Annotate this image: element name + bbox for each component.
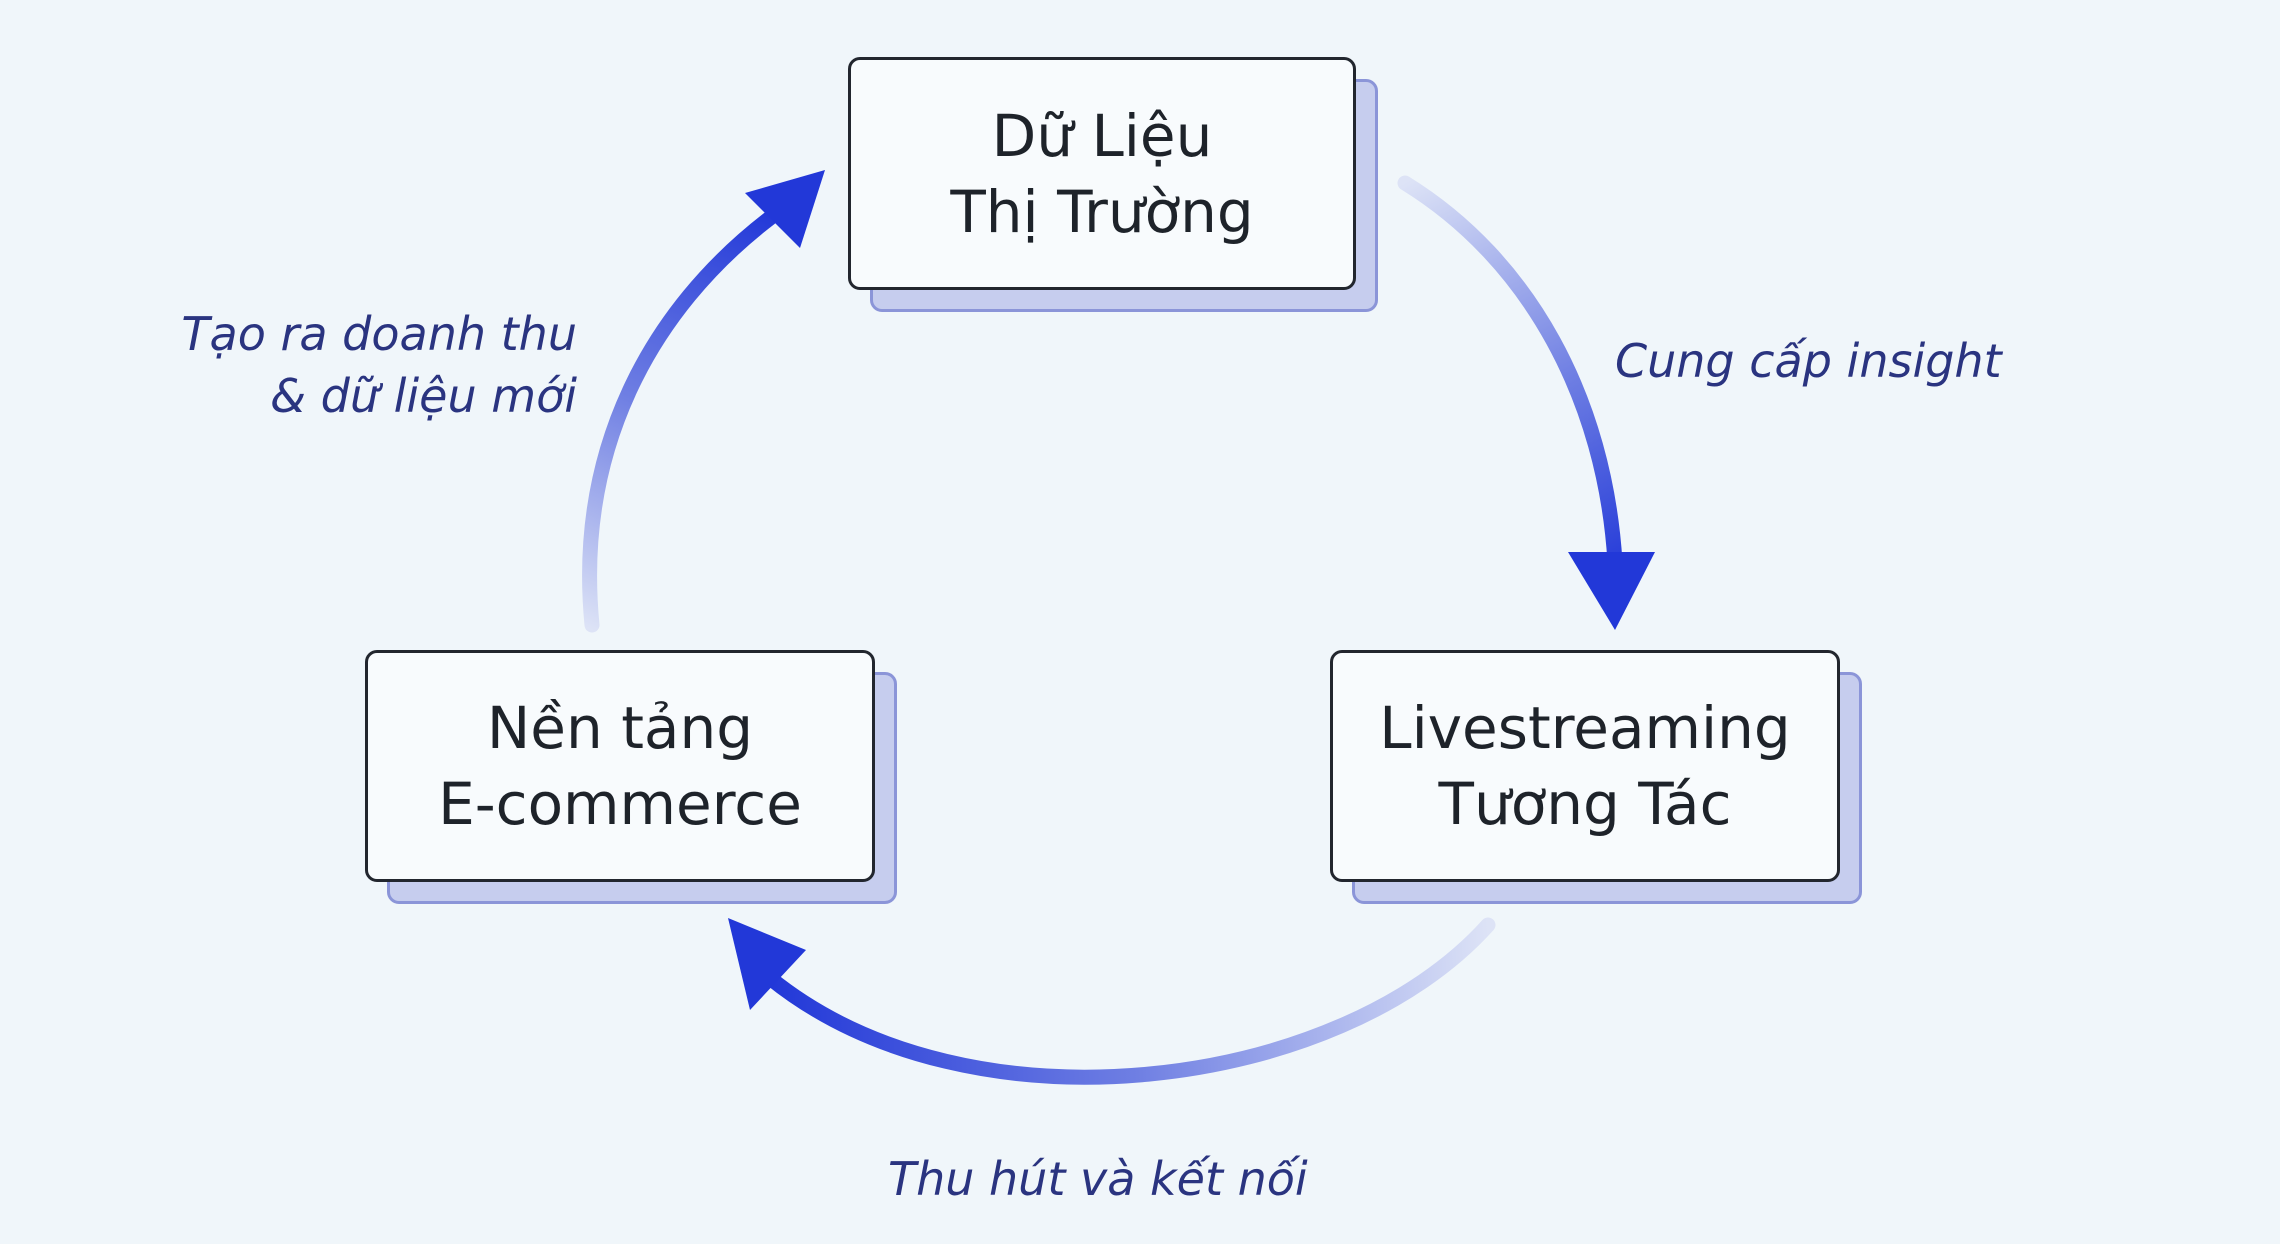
node-box: Nền tảng E-commerce <box>365 650 875 882</box>
edge-label-insight: Cung cấp insight <box>1615 330 2002 392</box>
node-label: Livestreaming <box>1379 694 1791 762</box>
node-livestreaming: Livestreaming Tương Tác <box>1330 650 1862 904</box>
edge-label-revenue: Tạo ra doanh thu & dữ liệu mới <box>181 303 577 427</box>
arrow-revenue <box>582 170 825 633</box>
edge-label-line: Tạo ra doanh thu <box>181 307 577 361</box>
edge-label-connect: Thu hút và kết nối <box>888 1148 1308 1210</box>
edge-label-line: Thu hút và kết nối <box>888 1152 1308 1206</box>
node-label: Thị Trường <box>950 177 1254 246</box>
arrow-revenue-shaft <box>582 210 778 633</box>
edge-label-line: Cung cấp insight <box>1615 334 2002 388</box>
node-ecommerce: Nền tảng E-commerce <box>365 650 897 904</box>
arrow-insight-head <box>1568 552 1655 630</box>
node-label: E-commerce <box>438 770 802 838</box>
arrow-insight-shaft <box>1397 175 1623 570</box>
node-market-data: Dữ Liệu Thị Trường <box>848 57 1378 312</box>
arrow-connect-head <box>728 918 806 1010</box>
arrow-insight <box>1397 175 1655 630</box>
node-label: Dữ Liệu <box>991 101 1213 170</box>
arrow-connect <box>728 917 1496 1085</box>
arrow-connect-shaft <box>762 917 1496 1085</box>
node-box: Dữ Liệu Thị Trường <box>848 57 1356 290</box>
arrow-revenue-head <box>745 170 825 248</box>
node-label: Tương Tác <box>1438 770 1732 838</box>
node-box: Livestreaming Tương Tác <box>1330 650 1840 882</box>
edge-label-line: & dữ liệu mới <box>270 369 577 423</box>
node-label: Nền tảng <box>486 694 754 762</box>
